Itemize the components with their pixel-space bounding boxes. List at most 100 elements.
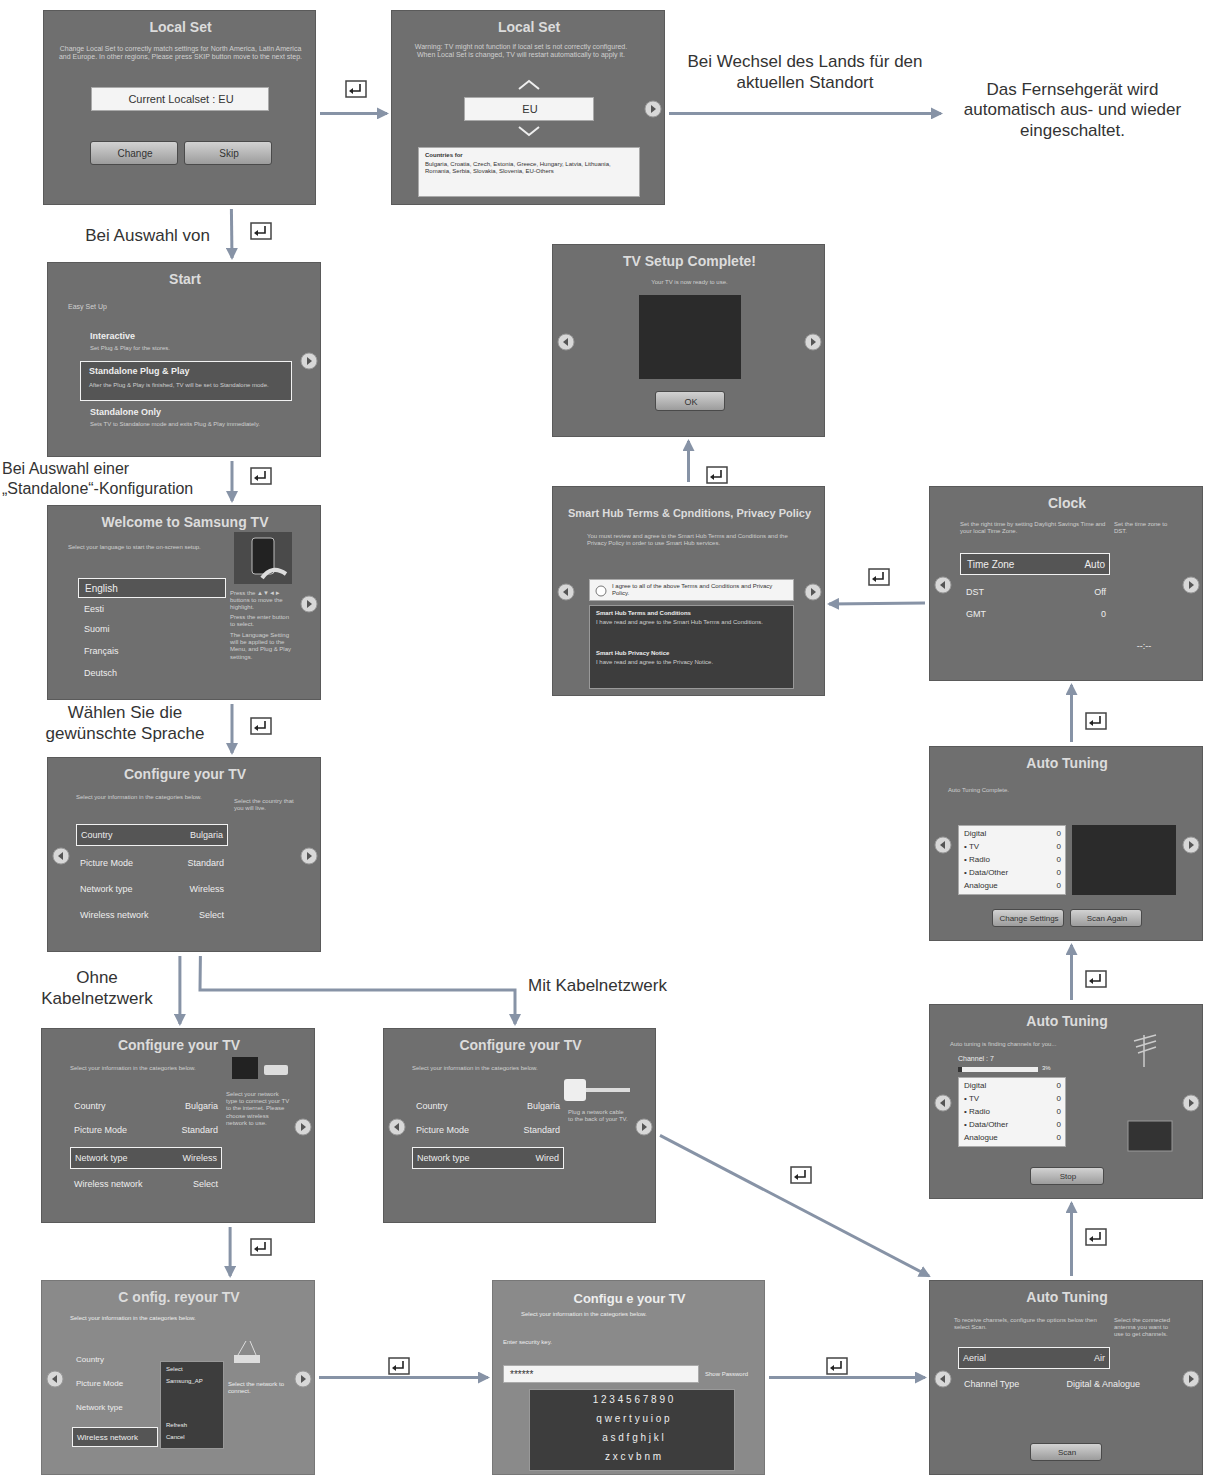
popup-panel: SelectSamsung_APRefreshCancel bbox=[160, 1361, 224, 1449]
screen-text: z x c v b n m bbox=[530, 1451, 736, 1463]
enter-key-icon bbox=[869, 569, 889, 585]
nav-arrow-icon bbox=[1182, 1370, 1200, 1388]
screen-text: Air bbox=[1039, 1353, 1105, 1364]
nav-arrow bbox=[804, 583, 822, 601]
nav-arrow bbox=[300, 595, 318, 613]
screen-text: Wireless network bbox=[80, 910, 168, 921]
screen-text: 0 bbox=[1039, 1133, 1061, 1143]
screen-text: Network type bbox=[80, 884, 168, 895]
screen-text: Analogue bbox=[964, 881, 1034, 891]
nav-arrow-icon bbox=[934, 576, 952, 594]
screen-text: Digital & Analogue bbox=[1050, 1379, 1140, 1390]
highlight-row: Wireless network bbox=[72, 1427, 158, 1447]
screen-text: Sets TV to Standalone mode and exits Plu… bbox=[90, 421, 290, 428]
highlight-row: AerialAir bbox=[958, 1347, 1110, 1369]
nav-arrow bbox=[934, 836, 952, 854]
input-box: Current Localset : EU bbox=[91, 87, 269, 111]
tv-screen: Auto TuningAuto Tuning Complete.Digital0… bbox=[929, 746, 1203, 941]
screen-text: 0 bbox=[1039, 868, 1061, 878]
screen-text: Set the right time by setting Daylight S… bbox=[960, 521, 1110, 535]
nav-arrow bbox=[635, 1118, 653, 1136]
screen-text: You must review and agree to the Smart H… bbox=[587, 533, 792, 547]
screen-text: Channel : 7 bbox=[958, 1055, 1038, 1063]
enter-key-icon bbox=[707, 467, 727, 483]
tv-screen: C onfig. reyour TV Select your informatio… bbox=[41, 1280, 315, 1475]
screen-text: Warning: TV might not function if local … bbox=[406, 43, 636, 60]
screen-title: Welcome to Samsung TV bbox=[48, 514, 322, 531]
nav-arrow bbox=[46, 1370, 64, 1388]
flow-arrow bbox=[1070, 945, 1073, 1000]
screen-text: Wireless bbox=[151, 1153, 217, 1164]
screen-text: Press the ▲▼◄► buttons to move the highl… bbox=[230, 590, 294, 612]
flow-arrow bbox=[230, 209, 234, 258]
screen-text: Off bbox=[1050, 587, 1106, 598]
screen-text: Select your information in the categorie… bbox=[70, 1065, 220, 1072]
screen-text: Picture Mode bbox=[76, 1379, 146, 1389]
input-box: Countries forBulgaria, Croatia, Czech, E… bbox=[418, 147, 640, 197]
screen-text: Change Local Set to correctly match sett… bbox=[58, 45, 303, 62]
tv-screen: Local SetWarning: TV might not function … bbox=[391, 10, 665, 205]
screen-text: Wired bbox=[493, 1153, 559, 1164]
screen-text: Skip bbox=[185, 148, 273, 160]
nav-arrow-icon bbox=[46, 1370, 64, 1388]
nav-arrow bbox=[1182, 1094, 1200, 1112]
screen-text: Select your information in the categorie… bbox=[70, 1315, 270, 1322]
screen-text: Bulgaria bbox=[504, 1101, 560, 1112]
screen-text: • Radio bbox=[964, 855, 1034, 865]
nav-arrow-icon bbox=[388, 1118, 406, 1136]
screen-text: Bulgaria, Croatia, Czech, Estonia, Greec… bbox=[425, 161, 635, 175]
screen-text: Press the enter button to select. bbox=[230, 614, 294, 628]
enter-key-icon bbox=[1086, 1229, 1106, 1245]
nav-arrow bbox=[1182, 836, 1200, 854]
input-box: I agree to all of the above Terms and Co… bbox=[589, 579, 794, 601]
screen-text: Picture Mode bbox=[80, 858, 168, 869]
flow-arrow bbox=[829, 603, 925, 604]
result-note: Das Fernsehgerät wird automatisch aus- u… bbox=[945, 80, 1200, 160]
highlight-row: English bbox=[78, 578, 226, 598]
screen-text: Standard bbox=[168, 858, 224, 869]
screen-text: Interactive bbox=[90, 331, 290, 342]
flow-arrow bbox=[229, 1227, 232, 1276]
tv-screen: Local SetChange Local Set to correctly m… bbox=[43, 10, 316, 205]
screen-text: Samsung_AP bbox=[166, 1378, 220, 1385]
screen-button: Stop bbox=[1030, 1167, 1104, 1185]
screen-title: C onfig. reyour TV bbox=[42, 1289, 316, 1306]
screen-button: OK bbox=[655, 391, 725, 411]
screen-text: Countries for bbox=[425, 152, 635, 159]
screen-text: Select bbox=[168, 910, 224, 921]
screen-text: Wireless network bbox=[74, 1179, 162, 1190]
input-box: ****** bbox=[503, 1365, 699, 1383]
enter-key-icon bbox=[251, 468, 271, 484]
flow-arrow bbox=[669, 112, 941, 115]
screen-button: Change Settings bbox=[992, 909, 1064, 927]
screen-text: a s d f g h j k l bbox=[530, 1432, 736, 1444]
screen-text: Bulgaria bbox=[157, 830, 223, 841]
screen-text: Select your information in the categorie… bbox=[412, 1065, 562, 1072]
screen-text: Standard bbox=[504, 1125, 560, 1136]
screen-text: Network type bbox=[417, 1153, 497, 1164]
screen-text: Time Zone bbox=[967, 559, 1057, 571]
screen-text: 0 bbox=[1050, 609, 1106, 620]
screen-text: • TV bbox=[964, 1094, 1034, 1104]
nav-arrow bbox=[934, 576, 952, 594]
flow-arrow bbox=[1070, 1203, 1073, 1276]
screen-text: 0 bbox=[1039, 829, 1061, 839]
screen-text: The Language Setting will be applied to … bbox=[230, 632, 294, 661]
edge-label: Mit Kabelnetzwerk bbox=[528, 976, 698, 997]
nav-arrow-icon bbox=[644, 100, 662, 118]
screen-text: Standalone Only bbox=[90, 407, 290, 418]
highlight-row: Network typeWired bbox=[412, 1147, 564, 1169]
tv-screen: TV Setup Complete!Your TV is now ready t… bbox=[552, 244, 825, 437]
tv-screen: Auto TuningTo receive channels, configur… bbox=[929, 1280, 1203, 1475]
screen-text: Wireless network bbox=[77, 1433, 155, 1443]
flow-arrow bbox=[320, 112, 387, 115]
flow-arrow bbox=[687, 441, 690, 482]
flow-arrow bbox=[231, 704, 234, 753]
nav-arrow bbox=[300, 352, 318, 370]
screen-text: 0 bbox=[1039, 1094, 1061, 1104]
screen-text: Current Localset : EU bbox=[92, 93, 270, 106]
screen-button: Scan Again bbox=[1070, 909, 1142, 927]
nav-arrow bbox=[557, 333, 575, 351]
screen-text: Bulgaria bbox=[162, 1101, 218, 1112]
flow-arrow bbox=[769, 1376, 925, 1379]
